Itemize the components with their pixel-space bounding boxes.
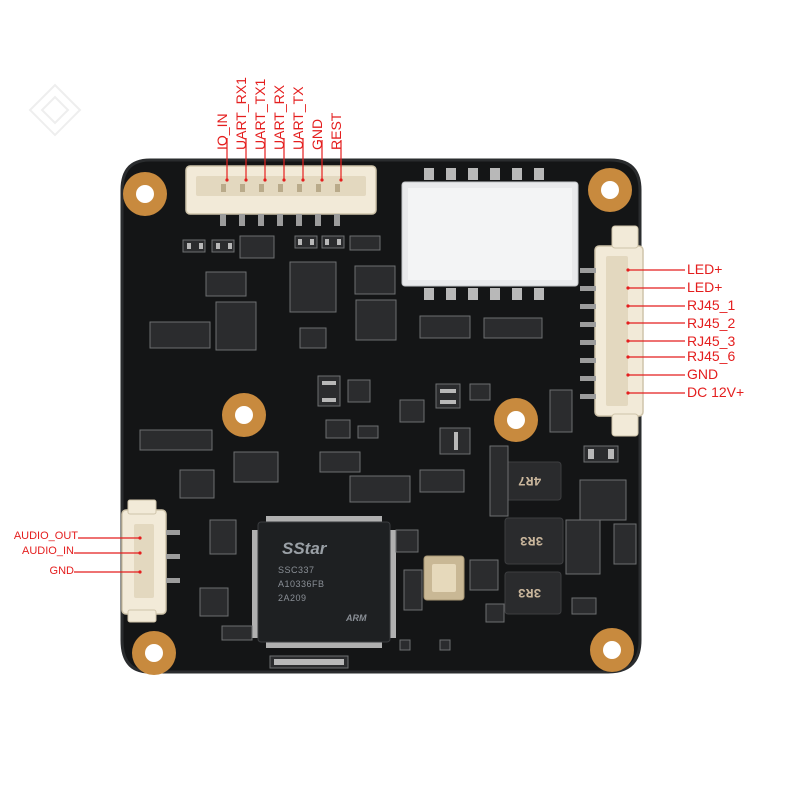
- right-pin-label-rj45-3: RJ45_3: [687, 333, 736, 349]
- top-pin-label-io-in: IO_IN: [214, 113, 230, 150]
- top-pin-label-uart-tx1: UART_TX1: [252, 78, 268, 150]
- left-audio-connector: [121, 499, 180, 623]
- left-pin-label-audio-in: AUDIO_IN: [22, 545, 74, 557]
- chip-marking-line-3: 2A209: [278, 593, 307, 603]
- watermark-logo: [28, 83, 82, 137]
- mount-hole-center-left: [222, 393, 266, 437]
- smd-pads: [187, 239, 614, 665]
- chip-marking-line-1: SSC337: [278, 565, 315, 575]
- mount-hole-bottom-right: [590, 628, 634, 672]
- mount-hole-top-left: [123, 172, 167, 216]
- smd-components: [139, 235, 637, 669]
- inductor-marking-3: 3R3: [518, 585, 542, 600]
- right-pin-label-gnd: GND: [687, 366, 719, 382]
- left-pin-label-audio-out: AUDIO_OUT: [13, 530, 78, 542]
- inductor-group: [504, 461, 564, 615]
- top-pin-label-uart-tx: UART_TX: [290, 86, 306, 150]
- crystal-oscillator: [423, 555, 465, 601]
- main-soc-chip: [252, 516, 396, 648]
- chip-brand-logo: SStar: [282, 539, 327, 558]
- top-pin-label-gnd: GND: [309, 118, 325, 150]
- chip-marking-line-2: A10336FB: [278, 579, 325, 589]
- right-pin-label-led-plus-1: LED+: [687, 261, 723, 277]
- inductor-marking-1: 4R7: [518, 473, 542, 488]
- top-pin-label-uart-rx1: UART_RX1: [233, 77, 249, 150]
- mount-hole-top-right: [588, 168, 632, 212]
- right-pin-label-led-plus-2: LED+: [687, 279, 723, 295]
- inductor-marking-2: 3R3: [520, 533, 544, 548]
- right-pin-label-rj45-6: RJ45_6: [687, 348, 736, 364]
- chip-marking-arm: ARM: [346, 613, 367, 623]
- right-pin-label-dc-12v: DC 12V+: [687, 384, 745, 400]
- left-pin-label-gnd: GND: [49, 565, 74, 577]
- flash-chip-shield: [401, 168, 579, 300]
- mount-hole-bottom-left: [132, 631, 176, 675]
- pcb-edge-shade: [120, 158, 642, 674]
- mount-hole-center-right: [494, 398, 538, 442]
- right-pin-label-rj45-2: RJ45_2: [687, 315, 736, 331]
- top-pin-label-rest: REST: [328, 112, 344, 150]
- top-pin-label-uart-rx: UART_RX: [271, 84, 287, 150]
- right-pin-label-rj45-1: RJ45_1: [687, 297, 736, 313]
